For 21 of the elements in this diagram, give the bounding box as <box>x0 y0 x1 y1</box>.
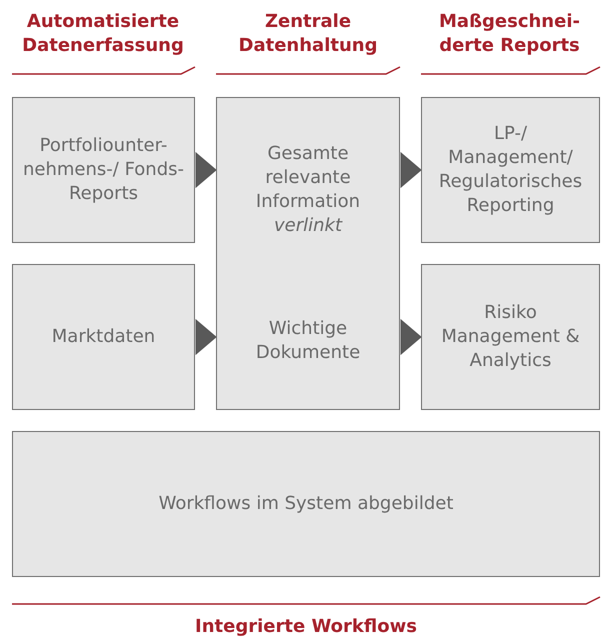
box-text: Portfoliounter- nehmens-/ Fonds-Reports <box>23 134 184 206</box>
box-text: Risiko Management & Analytics <box>440 301 581 373</box>
chevron-arrow <box>196 152 217 188</box>
box-text: Marktdaten <box>52 325 156 349</box>
chevron-arrow <box>400 152 422 188</box>
process-box <box>421 97 600 243</box>
box-text: Workflows im System abgebildet <box>158 492 454 516</box>
process-box <box>216 97 400 410</box>
column-heading: Integrierte Workflows <box>194 615 418 639</box>
chevron-arrow <box>196 318 217 356</box>
process-box <box>12 431 600 577</box>
column-heading: Automatisierte Datenerfassung <box>21 10 185 58</box>
process-box <box>12 264 195 410</box>
box-text: Gesamte relevante Information verlinkt <box>254 142 362 238</box>
column-heading: Zentrale Datenhaltung <box>238 10 378 58</box>
box-text: LP-/ Management/ Regulatorisches Reporting <box>438 122 584 218</box>
process-box <box>12 97 195 243</box>
box-text: Wichtige Dokumente <box>254 317 362 366</box>
column-heading: Maßgeschnei- derte Reports <box>438 10 581 58</box>
process-box <box>421 264 600 410</box>
chevron-arrow <box>400 318 422 356</box>
